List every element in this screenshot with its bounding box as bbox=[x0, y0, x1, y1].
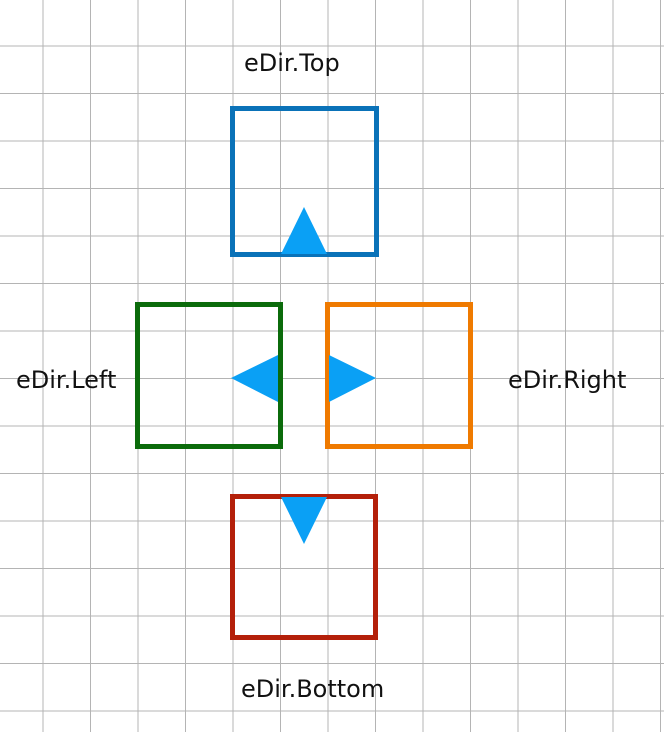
box-bottom bbox=[230, 494, 378, 640]
box-right bbox=[325, 302, 473, 449]
label-left: eDir.Left bbox=[16, 366, 117, 394]
label-top: eDir.Top bbox=[244, 49, 340, 77]
left-arrow-icon bbox=[231, 355, 278, 402]
up-arrow-icon bbox=[281, 207, 327, 254]
box-left bbox=[135, 302, 283, 449]
right-arrow-icon bbox=[329, 355, 376, 402]
label-right: eDir.Right bbox=[508, 366, 627, 394]
down-arrow-icon bbox=[281, 497, 327, 544]
label-bottom: eDir.Bottom bbox=[241, 675, 385, 703]
box-top bbox=[230, 106, 379, 257]
